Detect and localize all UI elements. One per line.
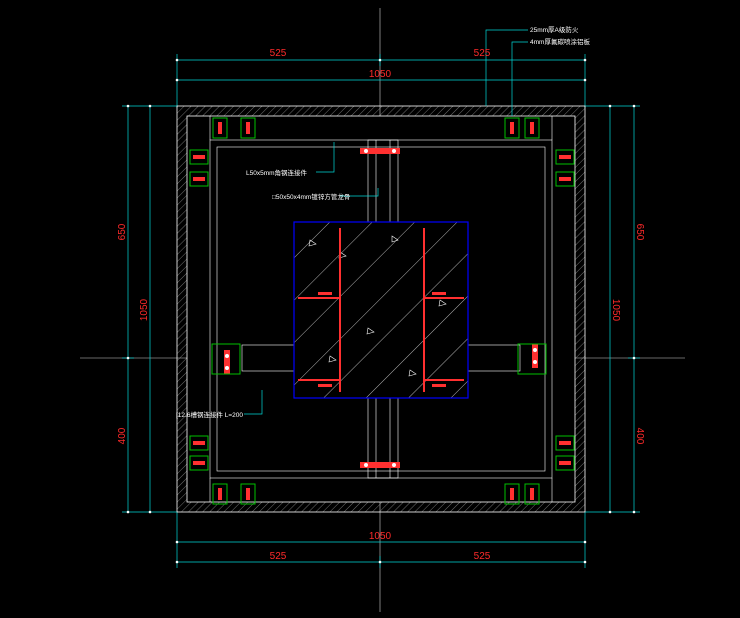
leader-lines xyxy=(244,29,528,415)
dim-top-left: 525 xyxy=(270,48,287,59)
angle-brackets xyxy=(189,117,575,505)
steel-members xyxy=(298,228,464,392)
note-aluminum-panel: 4mm厚氟碳喷涂铝板 xyxy=(530,37,590,46)
dim-left-total: 1050 xyxy=(139,298,150,321)
note-fireproof: 25mm厚A级防火 xyxy=(530,25,579,34)
dim-right-upper: 650 xyxy=(634,224,645,241)
note-square-tube: □50x50x4mm镀锌方管龙骨 xyxy=(272,192,350,201)
dim-top-total: 1050 xyxy=(369,69,392,80)
concrete-core xyxy=(293,221,469,399)
note-channel-connector: [12.6槽钢连接件 L=200 xyxy=(176,410,243,419)
note-angle-connector: L50x5mm角钢连接件 xyxy=(246,168,308,177)
dim-bottom-left: 525 xyxy=(270,551,287,562)
dim-right-lower: 400 xyxy=(634,428,645,445)
bracket-anchors xyxy=(193,122,571,500)
dim-top-right: 525 xyxy=(474,48,491,59)
dim-left-upper: 650 xyxy=(117,223,128,240)
bolt-heads xyxy=(225,149,537,467)
dim-left-lower: 400 xyxy=(117,427,128,444)
dim-bottom-right: 525 xyxy=(474,551,491,562)
dimension-ticks xyxy=(126,58,636,564)
dim-right-total: 1050 xyxy=(610,299,621,322)
dim-bottom-total: 1050 xyxy=(369,531,392,542)
bolt-markers xyxy=(224,148,538,468)
